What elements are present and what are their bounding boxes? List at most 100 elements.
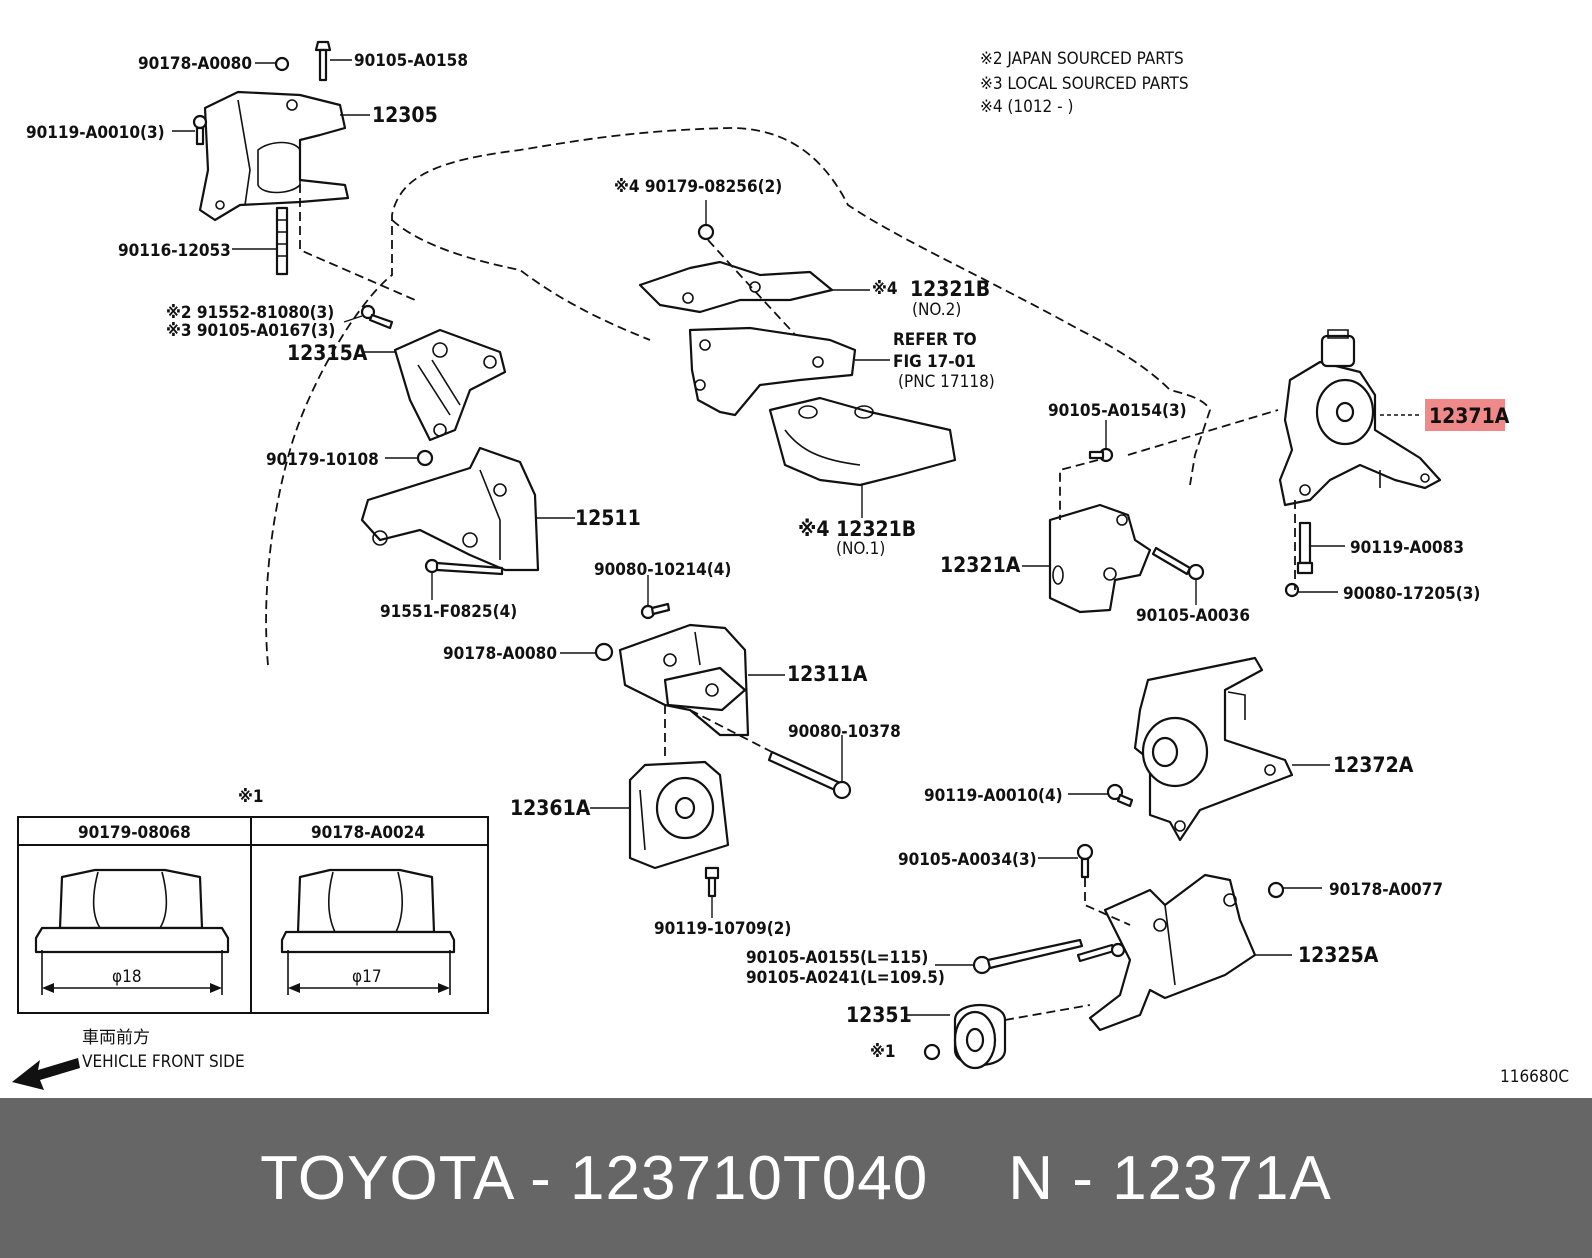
part-12361A — [628, 760, 730, 870]
label-90178-A0080-mid: 90178-A0080 — [443, 644, 557, 664]
label-91551-F0825: 91551-F0825(4) — [380, 602, 517, 622]
nut-flange-17-icon: φ17 — [280, 868, 456, 995]
bolt-90119-A0010-4 — [1106, 783, 1134, 808]
part-12371A — [1278, 329, 1442, 507]
bolt-90105-A0036 — [1151, 546, 1205, 581]
part-12372A — [1133, 656, 1294, 842]
label-12315A: 12315A — [287, 341, 368, 365]
label-90105-A0155: 90105-A0155(L=115) — [746, 948, 928, 968]
dash-12371A-link — [1127, 409, 1279, 456]
nut-90179-10108 — [416, 449, 434, 467]
table-col2-header: 90178-A0024 — [311, 823, 425, 843]
label-12371A: 12371A — [1429, 404, 1510, 428]
bolt-90119-10709 — [704, 866, 720, 898]
label-12321B-no2: 12321B — [910, 277, 990, 301]
bolt-90119-A0010-3 — [192, 114, 208, 146]
label-90105-A0167: ※3 90105-A0167(3) — [166, 321, 335, 341]
highlight-12371A — [1425, 399, 1505, 431]
bolt-90105-A0241 — [1076, 942, 1126, 963]
part-12311A — [618, 623, 750, 737]
label-mark1-small: ※1 — [870, 1042, 896, 1062]
label-90105-A0036: 90105-A0036 — [1136, 606, 1250, 626]
label-91552-81080: ※2 91552-81080(3) — [166, 303, 334, 323]
label-90179-08256: ※4 90179-08256(2) — [614, 177, 782, 197]
bolt-90080-10378 — [767, 750, 852, 800]
part-12321B-no1 — [768, 396, 957, 487]
nut-90178-A0077 — [1267, 881, 1285, 899]
part-12321B-no2 — [638, 260, 834, 314]
label-12511: 12511 — [575, 506, 641, 530]
label-12361A: 12361A — [510, 796, 591, 820]
label-12321B-no2-mark: ※4 — [872, 279, 898, 299]
bolt-90105-A0155 — [972, 938, 1084, 975]
front-arrow-icon — [12, 1058, 80, 1090]
label-12321A: 12321A — [940, 553, 1021, 577]
dash-12325A — [1084, 878, 1131, 926]
label-12311A: 12311A — [787, 662, 868, 686]
banner-reference: N - 12371A — [1008, 1143, 1332, 1213]
vehicle-front-indicator: 車両前方 VEHICLE FRONT SIDE — [12, 1028, 245, 1090]
label-12305: 12305 — [372, 103, 438, 127]
label-90119-A0010-3: 90119-A0010(3) — [26, 123, 165, 143]
dash-12311A — [689, 709, 773, 753]
dash-12321A — [1059, 459, 1099, 520]
bolt-90105-A0034 — [1076, 843, 1094, 879]
nut-mark1-small — [923, 1043, 941, 1061]
label-12372A: 12372A — [1333, 753, 1414, 777]
label-90116-12053: 90116-12053 — [118, 241, 231, 261]
bolt-90105-A0158 — [314, 40, 332, 82]
label-90080-17205: 90080-17205(3) — [1343, 584, 1480, 604]
nut-90179-08256 — [697, 223, 715, 241]
dash-12321B — [707, 239, 801, 341]
engine-inner-outline — [391, 219, 651, 341]
table-mark: ※1 — [238, 787, 264, 807]
label-90105-A0158: 90105-A0158 — [354, 51, 468, 71]
bolt-90105-A0154 — [1088, 447, 1114, 463]
nut-90178-A0080-top — [274, 56, 290, 72]
label-12321B-no1: ※4 12321B — [798, 517, 916, 541]
dia-18-label: φ18 — [112, 967, 142, 987]
bolt-90080-10214 — [640, 602, 671, 620]
part-refer-bracket — [688, 326, 857, 417]
part-12351 — [953, 1003, 1007, 1070]
label-90178-A0077: 90178-A0077 — [1329, 880, 1443, 900]
banner-part-number: TOYOTA - 123710T040 — [260, 1143, 929, 1213]
part-12315A — [393, 328, 507, 442]
dia-17-label: φ17 — [352, 967, 382, 987]
label-12351: 12351 — [846, 1003, 912, 1027]
image-code: 116680C — [1500, 1067, 1569, 1087]
table-col1-header: 90179-08068 — [78, 823, 191, 843]
label-refer-fig: FIG 17-01 — [893, 352, 976, 372]
label-90105-A0154: 90105-A0154(3) — [1048, 401, 1187, 421]
note-local-sourced: ※3 LOCAL SOURCED PARTS — [980, 74, 1189, 94]
label-90119-10709: 90119-10709(2) — [654, 919, 791, 939]
bolt-90119-A0083 — [1296, 521, 1314, 575]
label-refer-pnc: (PNC 17118) — [898, 372, 995, 392]
label-90080-10378: 90080-10378 — [788, 722, 901, 742]
label-90080-10214: 90080-10214(4) — [594, 560, 731, 580]
label-90178-A0080-top: 90178-A0080 — [138, 54, 252, 74]
part-12325A — [1088, 873, 1257, 1032]
label-90119-A0010-4: 90119-A0010(4) — [924, 786, 1063, 806]
parts-diagram: 90178-A0080 90105-A0158 90119-A0010(3) 1… — [12, 40, 1569, 1090]
nut-90178-A0080-mid — [594, 642, 614, 662]
bolt-91551 — [424, 558, 504, 576]
label-12321B-no1-sub: (NO.1) — [836, 539, 885, 559]
note-date-range: ※4 (1012 - ) — [980, 97, 1073, 117]
nut-reference-table: ※1 90179-08068 90178-A0024 φ18 φ17 — [17, 787, 489, 1014]
front-label-jp: 車両前方 — [82, 1028, 150, 1048]
stud-90116-12053 — [275, 206, 289, 276]
leader-lines — [172, 59, 1420, 1016]
part-12305 — [198, 90, 350, 222]
label-refer-to: REFER TO — [893, 330, 977, 350]
nut-90080-17205 — [1284, 582, 1300, 598]
part-12511 — [360, 446, 540, 572]
bolt-91552 — [360, 304, 394, 330]
front-label-en: VEHICLE FRONT SIDE — [82, 1052, 245, 1072]
part-12321A — [1048, 503, 1152, 614]
label-90105-A0034: 90105-A0034(3) — [898, 850, 1037, 870]
part-number-banner: TOYOTA - 123710T040 N - 12371A — [0, 1098, 1592, 1258]
label-90105-A0241: 90105-A0241(L=109.5) — [746, 968, 945, 988]
engine-outline — [265, 127, 1211, 666]
label-90119-A0083: 90119-A0083 — [1350, 538, 1464, 558]
